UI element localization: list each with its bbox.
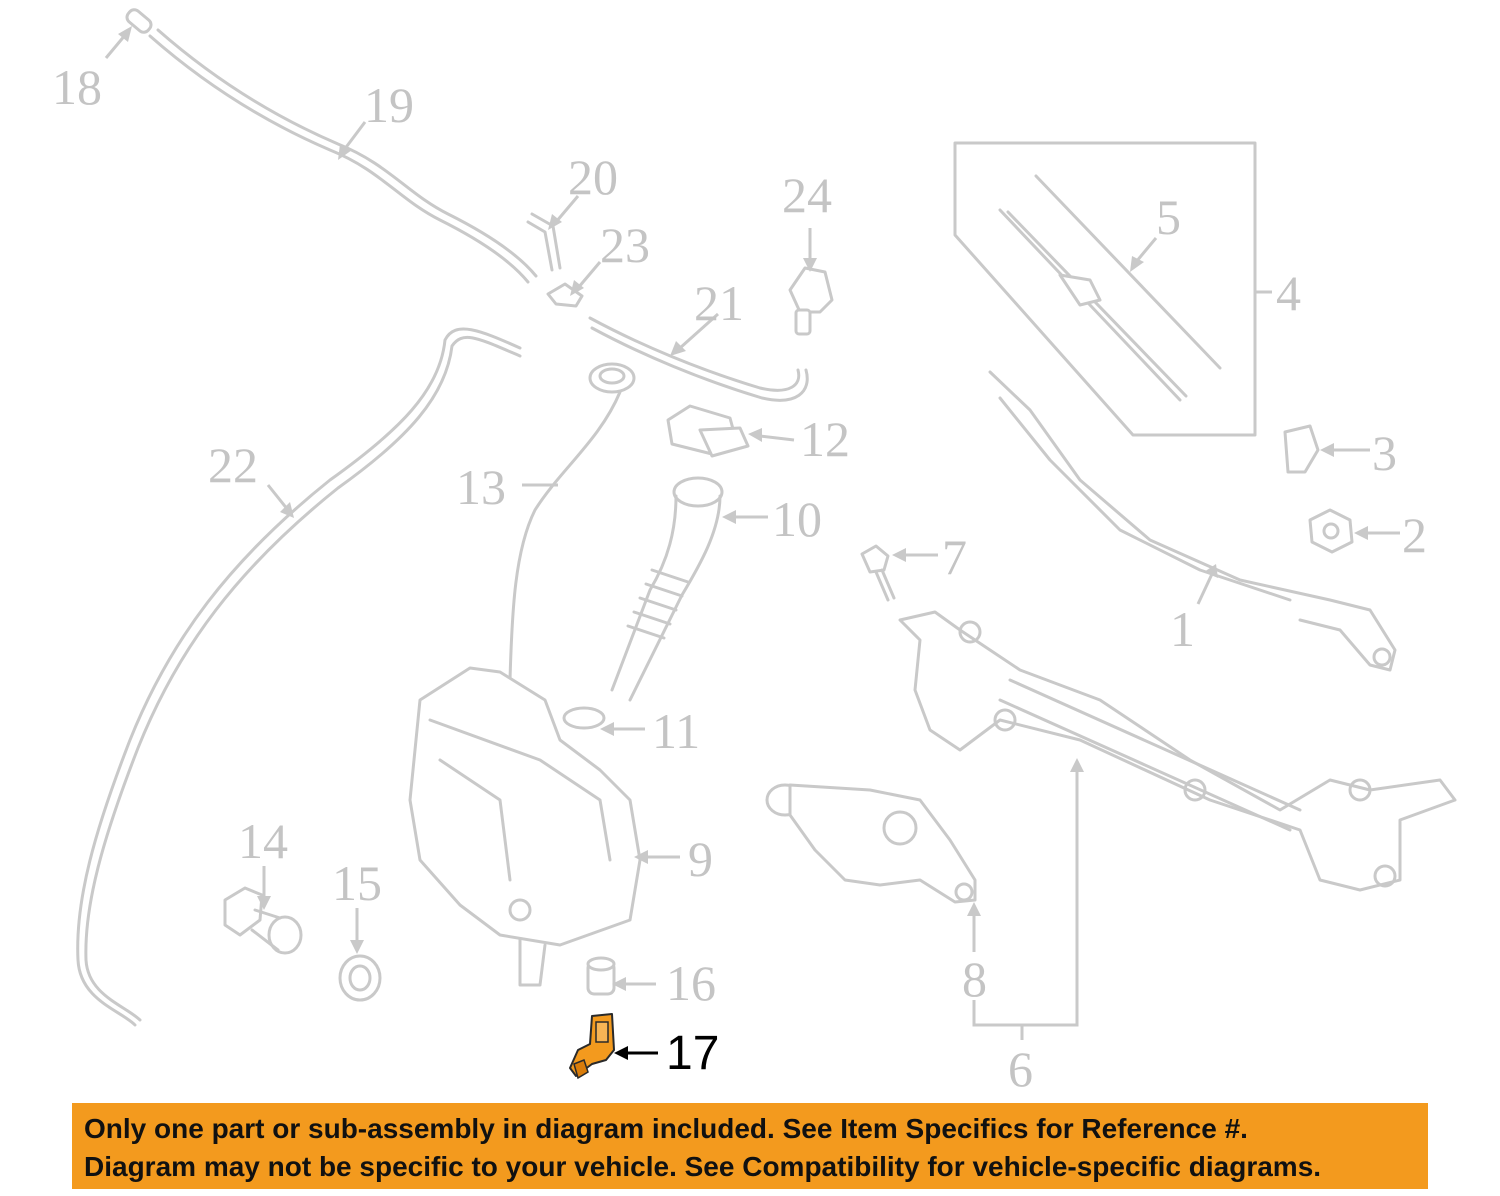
part-13-cap-tether [508,362,636,682]
callout-2: 2 [1402,507,1427,563]
callout-23: 23 [600,217,650,273]
callout-5: 5 [1156,189,1181,245]
callout-17: 17 [666,1027,720,1080]
callout-1: 1 [1170,601,1195,657]
part-7-bolt [860,544,896,602]
callout-20: 20 [568,149,618,205]
callout-4: 4 [1276,265,1301,321]
callout-22: 22 [208,437,258,493]
part-24-nozzle [788,266,834,336]
part-1-wiper-arm [988,370,1397,672]
part-19-washer-hose [148,28,538,284]
callout-8: 8 [962,951,987,1007]
disclaimer-banner: Only one part or sub-assembly in diagram… [72,1103,1428,1189]
part-9-reservoir [408,666,642,987]
part-2-nut [1308,508,1354,554]
callout-16: 16 [666,955,716,1011]
part-15-grommet [338,954,382,1002]
part-4-blade-box [953,141,1257,437]
part-16-plug [586,956,616,996]
part-18-hose-end [125,8,153,34]
disclaimer-line-2: Diagram may not be specific to your vehi… [84,1151,1322,1182]
callout-12: 12 [800,411,850,467]
callout-11: 11 [652,703,701,759]
part-17-highlighted [569,1013,615,1080]
callout-7: 7 [942,529,967,585]
callout-19: 19 [364,77,414,133]
disclaimer-line-1: Only one part or sub-assembly in diagram… [84,1113,1248,1144]
part-10-filler-neck [610,476,724,702]
part-5-wiper-blade [998,174,1222,402]
part-12-bracket [666,404,750,458]
callout-24: 24 [782,167,832,223]
callout-18: 18 [52,59,102,115]
callout-6: 6 [1008,1041,1033,1097]
callout-10: 10 [772,491,822,547]
callout-13: 13 [456,459,506,515]
part-3-cap [1283,424,1320,474]
callout-14: 14 [238,813,288,869]
part-23-hose-joint [546,282,584,308]
part-14-pump [223,886,303,955]
callout-3: 3 [1372,425,1397,481]
part-21-hose [588,316,809,402]
callout-9: 9 [688,831,713,887]
callout-21: 21 [694,275,744,331]
part-6-linkage [898,610,1457,892]
leader-lines [104,26,1400,1060]
part-11-grommet [562,706,606,730]
part-22-hose [76,327,522,1027]
callout-15: 15 [332,855,382,911]
part-8-wiper-motor [765,783,977,904]
